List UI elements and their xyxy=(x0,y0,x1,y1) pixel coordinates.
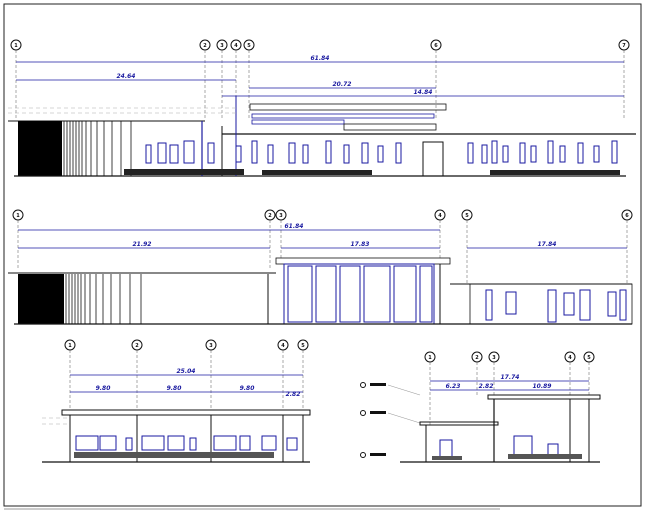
grid-label: 2 xyxy=(135,343,139,349)
grid-bubble: 1 xyxy=(12,209,24,221)
grid-bubble: 6 xyxy=(430,39,442,51)
grid-label: 5 xyxy=(587,355,591,361)
dimension-label: 9.80 xyxy=(240,385,255,392)
dimension-label: 24.64 xyxy=(117,73,136,80)
dimension-lines xyxy=(430,380,589,391)
grid-bubble: 1 xyxy=(10,39,22,51)
grid-bubble: 2 xyxy=(264,209,276,221)
elevation-2-building xyxy=(8,257,633,325)
grid-bubble: 5 xyxy=(297,339,309,351)
grid-label: 4 xyxy=(281,343,285,349)
grid-label: 3 xyxy=(279,213,283,219)
grid-label: 7 xyxy=(622,43,626,49)
grid-bubble: 2 xyxy=(131,339,143,351)
grid-bubble: 3 xyxy=(216,39,228,51)
grid-lines xyxy=(17,220,628,284)
dimension-lines xyxy=(16,61,624,97)
elevation-2: 1 2 3 4 5 6 61.84 21.92 17.83 17.84 xyxy=(8,209,633,325)
grid-bubble: 1 xyxy=(424,351,436,363)
grid-label: 2 xyxy=(268,213,272,219)
dimension-label: 14.84 xyxy=(414,89,433,96)
grid-bubble: 2 xyxy=(199,39,211,51)
grid-bubble: 6 xyxy=(621,209,633,221)
dimension-label: 61.84 xyxy=(285,223,304,230)
dimension-label: 2.82 xyxy=(479,383,494,390)
grid-label: 3 xyxy=(492,355,496,361)
grid-label: 1 xyxy=(14,43,18,49)
grid-label: 2 xyxy=(475,355,479,361)
dimension-label: 17.83 xyxy=(351,241,370,248)
section-view: 1 2 3 4 5 17.74 6.23 2.82 10.89 xyxy=(360,351,601,463)
dimension-lines xyxy=(18,229,627,249)
grid-label: 3 xyxy=(220,43,224,49)
grid-bubble: 4 xyxy=(277,339,289,351)
grid-bubble: 3 xyxy=(488,351,500,363)
dimension-label: 2.82 xyxy=(286,391,301,398)
grid-lines xyxy=(429,362,590,425)
grid-label: 4 xyxy=(568,355,572,361)
grid-lines xyxy=(69,350,304,410)
elevation-3: 1 2 3 4 5 25.04 9.80 9.80 9.80 2.82 xyxy=(42,339,311,463)
window-set xyxy=(145,140,618,164)
grid-label: 1 xyxy=(16,213,20,219)
elevation-1: 1 2 3 4 5 6 7 61.84 24.64 20.72 14.84 xyxy=(8,39,636,177)
landscape-row xyxy=(124,169,620,175)
grid-bubble: 3 xyxy=(275,209,287,221)
sheet-border xyxy=(3,3,642,507)
grid-label: 6 xyxy=(434,43,438,49)
grid-label: 5 xyxy=(301,343,305,349)
dimension-label: 20.72 xyxy=(333,81,352,88)
dimension-label: 25.04 xyxy=(177,368,196,375)
grid-bubble: 5 xyxy=(243,39,255,51)
grid-label: 1 xyxy=(68,343,72,349)
dimension-label: 9.80 xyxy=(167,385,182,392)
grid-label: 1 xyxy=(428,355,432,361)
grid-label: 5 xyxy=(247,43,251,49)
dimension-label: 9.80 xyxy=(96,385,111,392)
dimension-label: 21.92 xyxy=(133,241,152,248)
dimension-label: 61.84 xyxy=(311,55,330,62)
section-building xyxy=(400,394,601,463)
grid-label: 4 xyxy=(234,43,238,49)
elevation-1-building xyxy=(8,96,636,177)
grid-bubble: 1 xyxy=(64,339,76,351)
grid-label: 4 xyxy=(438,213,442,219)
level-marker xyxy=(360,410,421,424)
grid-label: 2 xyxy=(203,43,207,49)
grid-label: 3 xyxy=(209,343,213,349)
grid-bubble: 5 xyxy=(461,209,473,221)
dimension-label: 17.84 xyxy=(538,241,557,248)
grid-bubble: 4 xyxy=(564,351,576,363)
grid-bubble: 2 xyxy=(471,351,483,363)
dimension-label: 10.89 xyxy=(533,383,552,390)
grid-bubble: 7 xyxy=(618,39,630,51)
grid-label: 6 xyxy=(625,213,629,219)
dimension-label: 6.23 xyxy=(446,383,461,390)
grid-label: 5 xyxy=(465,213,469,219)
grid-bubble: 4 xyxy=(230,39,242,51)
dimension-lines xyxy=(70,374,303,393)
dimension-label: 17.74 xyxy=(501,374,520,381)
grid-bubble: 5 xyxy=(583,351,595,363)
elevation-3-building xyxy=(42,409,311,463)
level-marker xyxy=(360,382,421,396)
grid-bubble: 3 xyxy=(205,339,217,351)
level-marker xyxy=(360,452,386,458)
grid-bubble: 4 xyxy=(434,209,446,221)
